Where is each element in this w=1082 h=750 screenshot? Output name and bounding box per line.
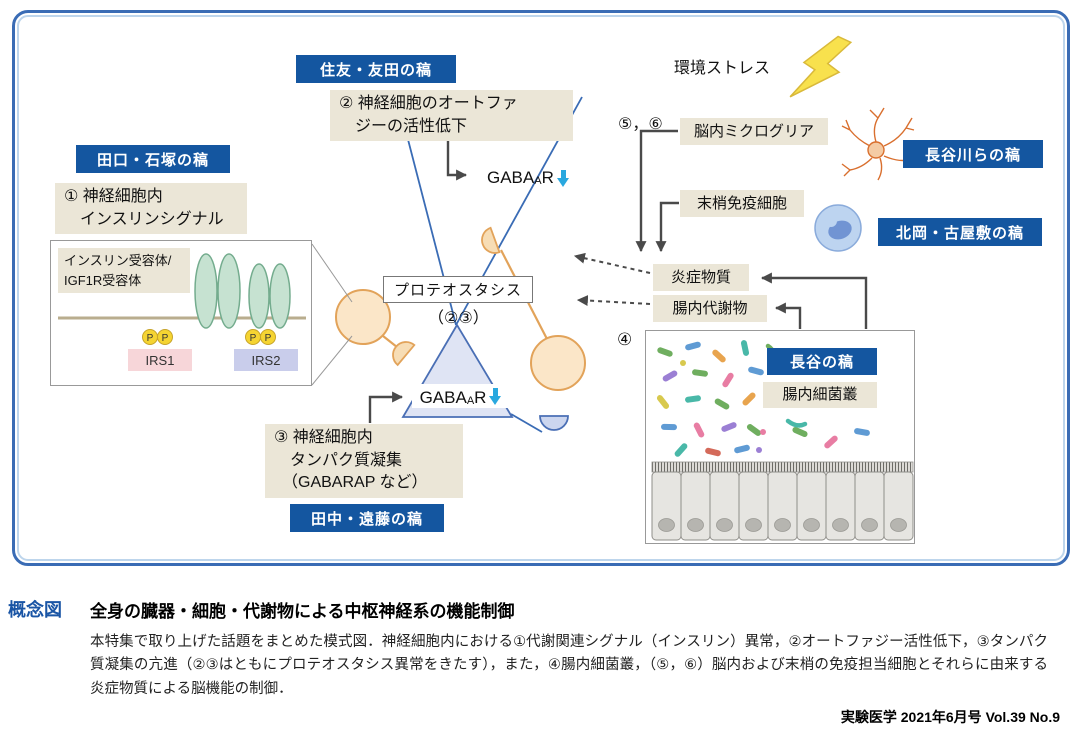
inflammatory-substances-box: 炎症物質	[653, 264, 749, 291]
gabaar-suffix: R	[474, 388, 487, 407]
article-tag-tanaka-endo: 田中・遠藤の稿	[290, 504, 444, 532]
autophagy-box: ② 神経細胞のオートファ ジーの活性低下	[330, 90, 573, 142]
diagram-frame	[12, 10, 1070, 566]
journal-credit: 実験医学 2021年6月号 Vol.39 No.9	[840, 709, 1060, 725]
figure-title: 全身の臓器・細胞・代謝物による中枢神経系の機能制御	[90, 602, 515, 621]
gabaar-suffix: R	[541, 168, 554, 187]
article-tag-kitaoka-koyashiki: 北岡・古屋敷の稿	[878, 218, 1042, 246]
proteostasis-box: プロテオスタシス	[383, 276, 533, 303]
figure-tag: 概念図	[8, 600, 62, 620]
gut-microbiota-box: 腸内細菌叢	[763, 382, 877, 408]
protein-aggregation-box: ③ 神経細胞内 タンパク質凝集 （GABARAP など）	[265, 424, 463, 499]
insulin-signal-box: ① 神経細胞内 インスリンシグナル	[55, 183, 247, 235]
article-tag-taguchi-ishizuka: 田口・石塚の稿	[76, 145, 230, 173]
article-tag-hase: 長谷の稿	[767, 348, 877, 375]
article-tag-hasegawa: 長谷川らの稿	[903, 140, 1043, 168]
proteostasis-note: （②③）	[428, 310, 489, 327]
brain-microglia-box: 脳内ミクログリア	[680, 118, 828, 145]
irs1-box: IRS1	[128, 349, 192, 371]
figure-description: 本特集で取り上げた話題をまとめた模式図．神経細胞内における①代謝関連シグナル（イ…	[90, 634, 1048, 697]
number-5-6-label: ⑤，⑥	[618, 116, 663, 133]
down-arrow-icon	[489, 387, 502, 405]
environmental-stress-label: 環境ストレス	[674, 60, 771, 77]
irs2-box: IRS2	[234, 349, 298, 371]
gabaar-subscript: A	[534, 175, 542, 187]
gabaar-text: GABA	[487, 168, 535, 187]
peripheral-immune-cell-box: 末梢免疫細胞	[680, 190, 804, 217]
down-arrow-icon	[556, 169, 570, 187]
insulin-receptor-label: インスリン受容体/ IGF1R受容体	[58, 248, 190, 293]
diagram-frame-inner	[17, 15, 1065, 561]
gut-metabolites-box: 腸内代謝物	[653, 295, 767, 322]
gabaar-subscript: A	[466, 395, 475, 407]
article-tag-sumitomo-tomoda: 住友・友田の稿	[296, 55, 456, 83]
gabaar-text: GABA	[419, 388, 467, 407]
number-4-label: ④	[617, 330, 633, 349]
